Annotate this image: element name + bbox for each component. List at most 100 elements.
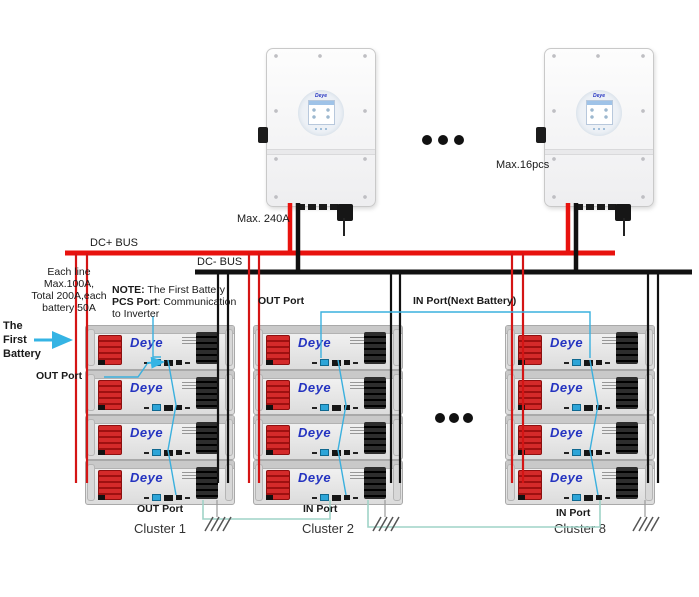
battery-rack-ear-left [507, 464, 515, 501]
lcd-header-bar [309, 101, 334, 105]
out-port [164, 494, 173, 501]
port-dash-icon [144, 496, 149, 499]
pcs-comm-port [572, 494, 581, 501]
pcs-comm-port [152, 404, 161, 411]
battery-rack-ear-left [255, 329, 263, 366]
port-dash-icon [605, 451, 610, 454]
battery-breaker-switch [518, 450, 525, 455]
port-dash-icon [185, 406, 190, 409]
battery-stack: Deye Deye Deye [85, 325, 235, 505]
battery-brand-logo: Deye [130, 470, 164, 485]
in-port [176, 450, 182, 455]
battery-breaker-switch [266, 495, 273, 500]
port-dash-icon [605, 361, 610, 364]
cluster-label: Cluster 8 [553, 521, 607, 536]
port-dash-icon [312, 361, 317, 364]
inverter-buttons [589, 107, 609, 119]
battery-negative-connector [196, 332, 218, 364]
in-port-cluster8-label: IN Port [556, 507, 591, 519]
battery-rack-ear-right [393, 464, 401, 501]
battery-brand-logo: Deye [130, 380, 164, 395]
bottom-connector [330, 204, 338, 210]
battery-brand-logo: Deye [550, 425, 584, 440]
pcs-comm-port [572, 359, 581, 366]
battery-rack-ear-right [225, 329, 233, 366]
battery-cluster-8: Deye Deye Deye [505, 325, 655, 536]
battery-brand-logo: Deye [550, 380, 584, 395]
battery-rack-ear-left [87, 419, 95, 456]
bottom-connector [608, 204, 616, 210]
port-dash-icon [144, 361, 149, 364]
out-port-bottom-label: OUT Port [137, 503, 184, 515]
port-dash-icon [312, 496, 317, 499]
battery-module: Deye [253, 460, 403, 505]
dc-switch-knob [536, 127, 546, 143]
battery-negative-connector [616, 332, 638, 364]
battery-brand-logo: Deye [130, 335, 164, 350]
out-port [164, 449, 173, 456]
battery-rack-ear-right [225, 419, 233, 456]
battery-module: Deye [85, 415, 235, 460]
battery-breaker-switch [266, 360, 273, 365]
in-port [176, 405, 182, 410]
out-port-first-label: OUT Port [36, 370, 83, 382]
battery-top-strip [86, 416, 234, 424]
battery-rack-ear-right [393, 329, 401, 366]
battery-rack-ear-left [255, 464, 263, 501]
bottom-connector [319, 204, 327, 210]
in-port [176, 360, 182, 365]
pcs-comm-port [320, 359, 329, 366]
battery-module: Deye [505, 415, 655, 460]
battery-negative-connector [364, 422, 386, 454]
battery-positive-connector [98, 380, 122, 410]
out-port [332, 404, 341, 411]
battery-rack-ear-left [87, 464, 95, 501]
inverter-display-area: Deye [576, 90, 622, 136]
battery-positive-connector [266, 380, 290, 410]
battery-comm-ports [564, 494, 610, 501]
battery-module: Deye [253, 325, 403, 370]
battery-negative-connector [616, 377, 638, 409]
battery-vent-icon [182, 337, 196, 346]
battery-negative-connector [196, 422, 218, 454]
cluster-label: Cluster 1 [133, 521, 187, 536]
battery-rack-ear-left [507, 329, 515, 366]
battery-comm-ports [144, 359, 190, 366]
battery-negative-connector [364, 377, 386, 409]
battery-brand-logo: Deye [298, 470, 332, 485]
battery-top-strip [254, 461, 402, 469]
out-port [332, 449, 341, 456]
battery-comm-ports [564, 404, 610, 411]
inverter-2: Deye [536, 48, 654, 221]
out-port [332, 359, 341, 366]
battery-breaker-switch [266, 405, 273, 410]
battery-top-strip [506, 461, 654, 469]
more-clusters-ellipsis-icon [435, 413, 473, 423]
dc-switch-knob [258, 127, 268, 143]
battery-rack-ear-right [393, 419, 401, 456]
out-port [164, 359, 173, 366]
port-dash-icon [605, 496, 610, 499]
out-port [584, 449, 593, 456]
battery-module: Deye [85, 460, 235, 505]
out-port [584, 494, 593, 501]
battery-comm-ports [312, 449, 358, 456]
battery-rack-ear-right [645, 374, 653, 411]
pcs-comm-port [572, 404, 581, 411]
battery-comm-ports [312, 359, 358, 366]
port-dash-icon [564, 451, 569, 454]
battery-comm-ports [312, 404, 358, 411]
battery-cluster-1: Deye Deye Deye [85, 325, 235, 536]
battery-rack-ear-left [255, 419, 263, 456]
battery-cluster-2: Deye Deye Deye [253, 325, 403, 536]
battery-breaker-switch [518, 495, 525, 500]
out-port [584, 359, 593, 366]
out-port-top-label: OUT Port [258, 295, 305, 307]
battery-module: Deye [85, 325, 235, 370]
battery-module: Deye [505, 325, 655, 370]
battery-comm-ports [144, 404, 190, 411]
pcs-comm-port [152, 359, 161, 366]
line-spec-note: Each line Max.100A, Total 200A,each batt… [31, 266, 107, 314]
battery-vent-icon [602, 382, 616, 391]
port-dash-icon [144, 451, 149, 454]
